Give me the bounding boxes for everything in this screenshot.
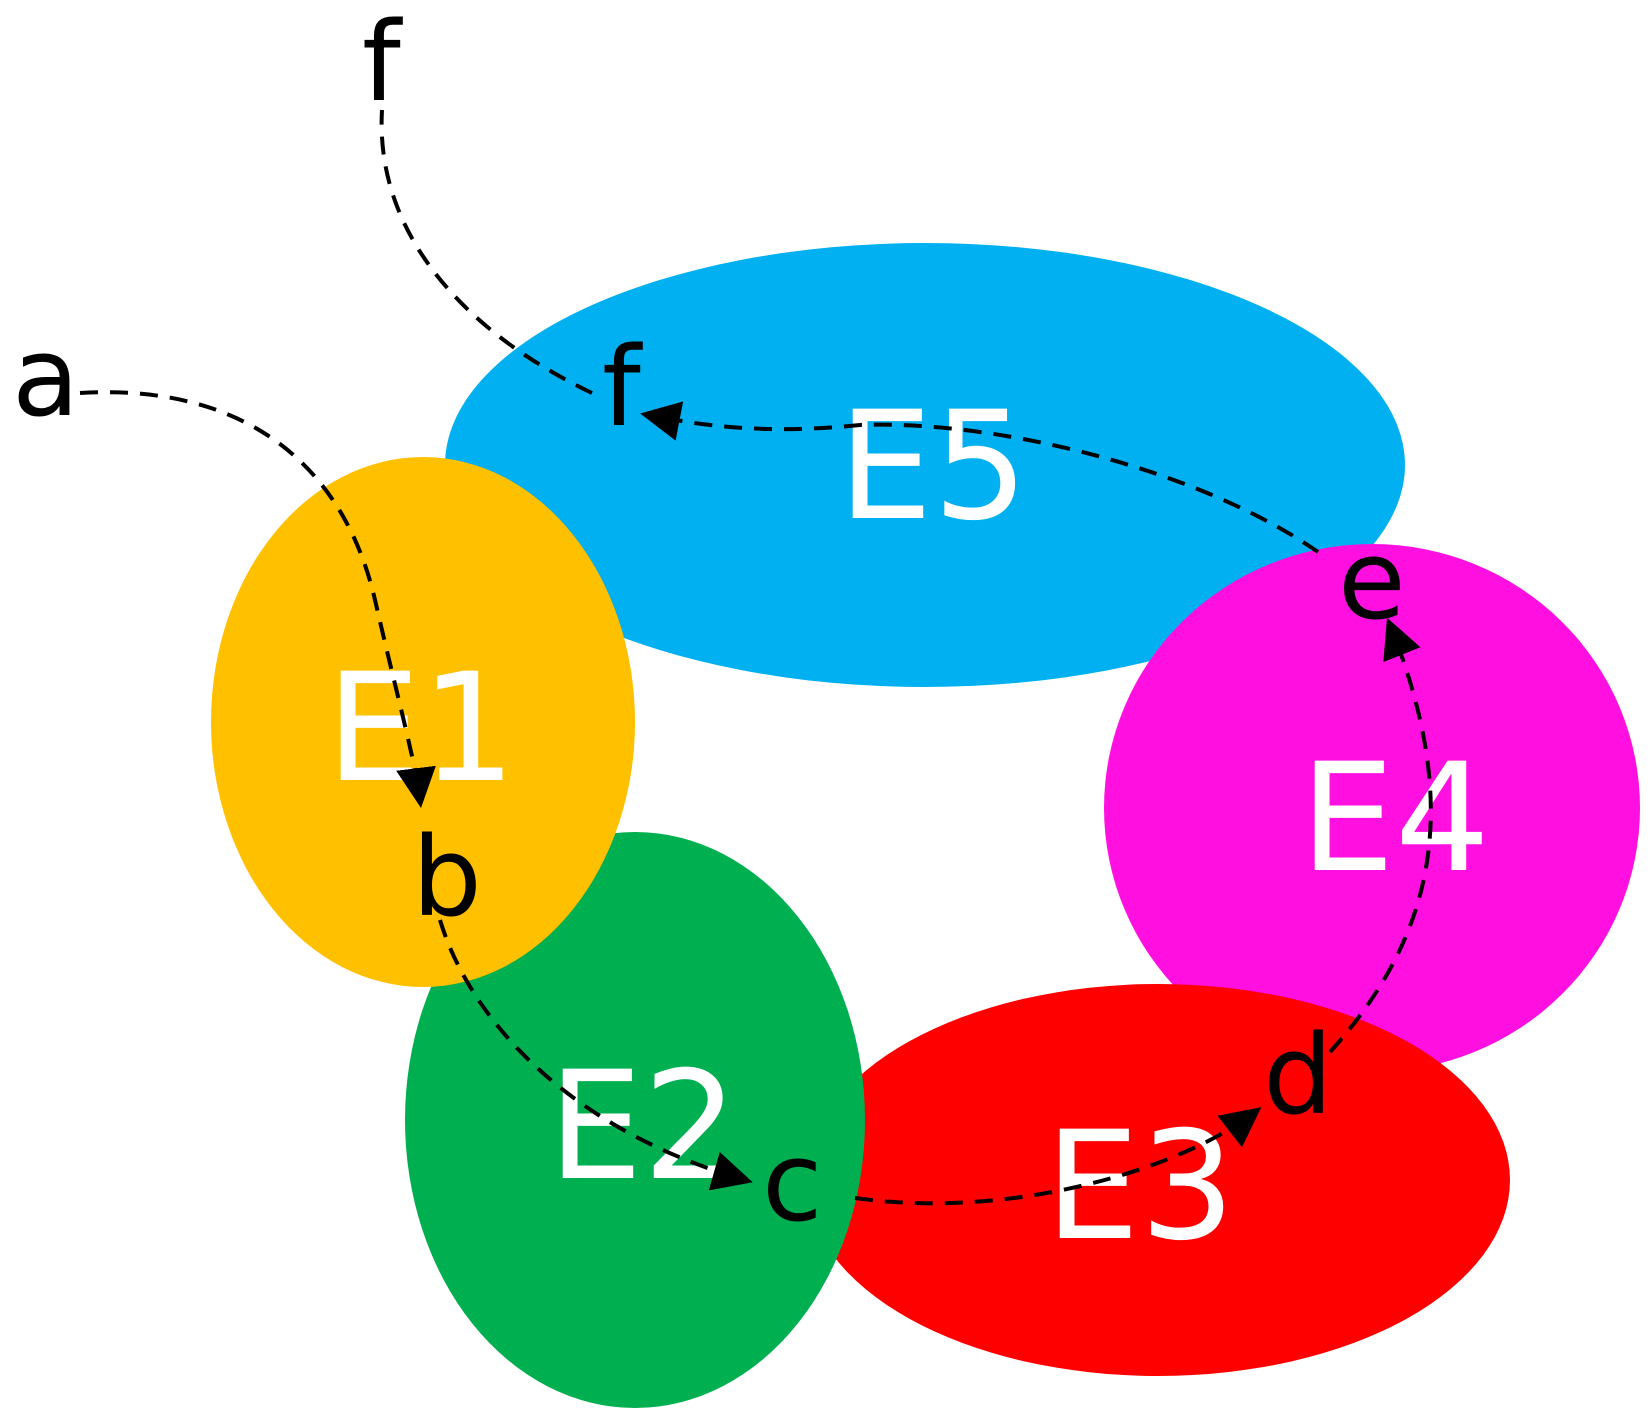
point-label-e: e — [1338, 516, 1406, 644]
point-label-b: b — [412, 813, 482, 941]
point-label-a: a — [12, 313, 79, 441]
path-b-c — [438, 919, 753, 1191]
point-label-d: d — [1263, 1011, 1333, 1139]
path-c-d — [854, 1107, 1262, 1206]
region-label-e5: E5 — [838, 380, 1028, 554]
region-e2 — [405, 832, 865, 1408]
point-label-c: c — [762, 1118, 822, 1246]
region-label-e4: E4 — [1300, 732, 1490, 906]
region-e3 — [806, 984, 1510, 1376]
region-label-e1: E1 — [326, 642, 516, 816]
point-label-f-inner: f — [602, 323, 643, 451]
region-label-e2: E2 — [548, 1040, 738, 1214]
path-e-f — [640, 401, 1320, 554]
path-a-b — [79, 390, 436, 808]
region-e4 — [1104, 544, 1640, 1072]
region-e5 — [445, 243, 1405, 687]
point-label-f-outer: f — [362, 0, 403, 126]
region-e1 — [211, 457, 635, 987]
path-d-e — [1328, 617, 1433, 1054]
